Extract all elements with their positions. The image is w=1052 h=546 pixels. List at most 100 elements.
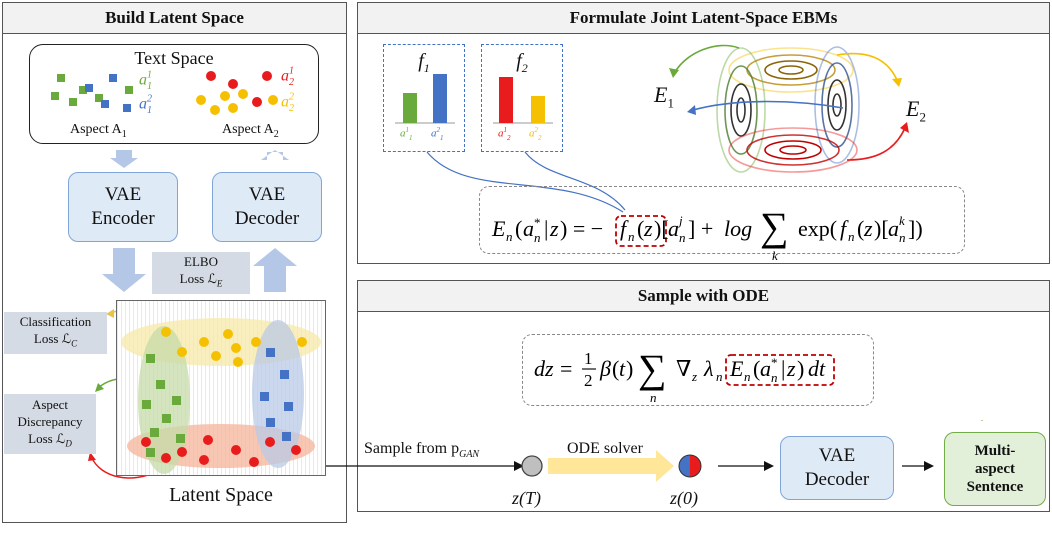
left-panel-arrows bbox=[88, 150, 297, 479]
elbo-loss-box: ELBO Loss ℒE bbox=[152, 252, 250, 294]
f1-bar-a11 bbox=[403, 93, 417, 123]
svg-text:): ) bbox=[797, 356, 804, 381]
ode-solver-arrow bbox=[548, 450, 674, 482]
svg-text:(: ( bbox=[637, 216, 644, 241]
svg-text:λ: λ bbox=[703, 356, 714, 381]
elbo-line1: ELBO bbox=[184, 254, 218, 270]
svg-text:∑: ∑ bbox=[760, 204, 789, 249]
svg-text:] +: ] + bbox=[688, 216, 713, 241]
aspect2-caption: Aspect A2 bbox=[222, 122, 279, 140]
svg-text:(: ( bbox=[753, 356, 760, 381]
svg-text:) = −: ) = − bbox=[560, 216, 603, 241]
ebm-equation: E n ( a * n | z ) = − f n ( z )[ a j n ]… bbox=[488, 198, 958, 263]
panel-title-sample: Sample with ODE bbox=[358, 281, 1049, 312]
discrepancy-line3: Loss ℒD bbox=[28, 430, 72, 449]
svg-text:1: 1 bbox=[584, 349, 593, 368]
ebm-connectors-and-contours bbox=[426, 44, 909, 213]
elbo-line2: Loss ℒE bbox=[179, 271, 223, 289]
discrepancy-line1: Aspect bbox=[31, 396, 69, 412]
svg-text:z: z bbox=[643, 216, 653, 241]
svg-text:n: n bbox=[628, 229, 635, 244]
svg-text:a: a bbox=[668, 216, 679, 241]
svg-text:)[: )[ bbox=[654, 216, 669, 241]
classification-loss-box: Classification Loss ℒC bbox=[4, 312, 107, 354]
ode-solver-label: ODE solver bbox=[567, 440, 643, 457]
svg-text:z: z bbox=[786, 356, 796, 381]
f1-title: f1 bbox=[418, 50, 430, 75]
output-line3: Sentence bbox=[966, 479, 1024, 495]
ode-vae-decoder-line1: VAE bbox=[818, 445, 856, 466]
latent-space-points bbox=[121, 318, 321, 474]
svg-text:(: ( bbox=[515, 216, 522, 241]
svg-text:n: n bbox=[899, 230, 906, 245]
svg-text:a: a bbox=[888, 216, 899, 241]
vae-decoder-line1: VAE bbox=[248, 184, 286, 205]
vae-decoder: VAE Decoder bbox=[212, 172, 322, 242]
f1-bar-a12 bbox=[433, 74, 447, 123]
svg-text:n: n bbox=[534, 230, 541, 245]
svg-text:β: β bbox=[599, 356, 611, 381]
ode-equation-box bbox=[522, 334, 874, 406]
svg-text:): ) bbox=[626, 356, 633, 381]
f2-box bbox=[481, 44, 563, 152]
svg-text:t: t bbox=[619, 356, 626, 381]
vae-encoder-line2: Encoder bbox=[91, 208, 155, 229]
ode-vae-decoder-line2: Decoder bbox=[804, 469, 870, 490]
svg-text:a: a bbox=[523, 216, 534, 241]
text-space-title: Text Space bbox=[134, 48, 214, 68]
aspect1-caption: Aspect A1 bbox=[70, 122, 127, 140]
svg-text:k: k bbox=[899, 213, 905, 228]
classification-line1: Classification bbox=[19, 314, 92, 330]
e1-label: E1 bbox=[654, 82, 674, 111]
svg-text:n: n bbox=[771, 370, 778, 385]
f2-title: f2 bbox=[516, 50, 528, 75]
svg-text:n: n bbox=[650, 390, 657, 405]
output-line2: aspect bbox=[975, 461, 1015, 477]
f2-bar-a21 bbox=[499, 77, 513, 123]
svg-text:∑: ∑ bbox=[638, 346, 667, 391]
svg-text:E: E bbox=[729, 356, 744, 381]
svg-text:|: | bbox=[781, 356, 785, 381]
f1-tick-2: a21 bbox=[431, 126, 444, 142]
z-t-circle bbox=[521, 455, 543, 477]
output-line1: Multi- bbox=[974, 443, 1016, 459]
aspect2-points bbox=[196, 71, 278, 115]
f2-chart bbox=[493, 77, 553, 124]
svg-text:a: a bbox=[760, 356, 771, 381]
f2-tick-1: a12 bbox=[498, 126, 511, 142]
classification-line2: Loss ℒC bbox=[33, 331, 78, 349]
svg-text:(: ( bbox=[857, 216, 864, 241]
svg-text:f: f bbox=[620, 216, 629, 241]
aspect-discrepancy-loss-box: Aspect Discrepancy Loss ℒD bbox=[4, 394, 96, 454]
sample-from-label: Sample from pGAN bbox=[364, 440, 480, 461]
svg-text:|: | bbox=[544, 216, 548, 241]
f2-bar-a22 bbox=[531, 96, 545, 123]
svg-text:*: * bbox=[771, 355, 778, 370]
z-t-label: z(T) bbox=[512, 488, 542, 508]
f2-tick-2: a22 bbox=[529, 126, 542, 142]
svg-text:z: z bbox=[863, 216, 873, 241]
svg-text:dz: dz bbox=[534, 356, 554, 381]
panel-title-formulate: Formulate Joint Latent-Space EBMs bbox=[358, 3, 1049, 34]
svg-text:z: z bbox=[691, 369, 697, 384]
svg-text:n: n bbox=[848, 229, 855, 244]
svg-text:f: f bbox=[840, 216, 849, 241]
svg-text:j: j bbox=[677, 213, 683, 228]
svg-text:n: n bbox=[679, 230, 686, 245]
panel-title-build: Build Latent Space bbox=[3, 3, 346, 34]
svg-text:2: 2 bbox=[584, 371, 593, 390]
f1-tick-1: a11 bbox=[400, 126, 413, 142]
svg-text:(: ( bbox=[612, 356, 619, 381]
svg-text:*: * bbox=[534, 215, 541, 230]
svg-text:n: n bbox=[506, 229, 513, 244]
ode-vae-decoder: VAE Decoder bbox=[780, 436, 894, 500]
svg-text:]): ]) bbox=[908, 216, 923, 241]
vae-encoder-line1: VAE bbox=[104, 184, 142, 205]
discrepancy-line2: Discrepancy bbox=[17, 413, 83, 429]
formulate-ebm-panel: Formulate Joint Latent-Space EBMs bbox=[357, 2, 1050, 264]
latent-space-label: Latent Space bbox=[169, 484, 273, 506]
ode-equation: dz = 1 2 β ( t ) ∑ n ∇ z λ n E n ( a * n… bbox=[532, 340, 868, 405]
